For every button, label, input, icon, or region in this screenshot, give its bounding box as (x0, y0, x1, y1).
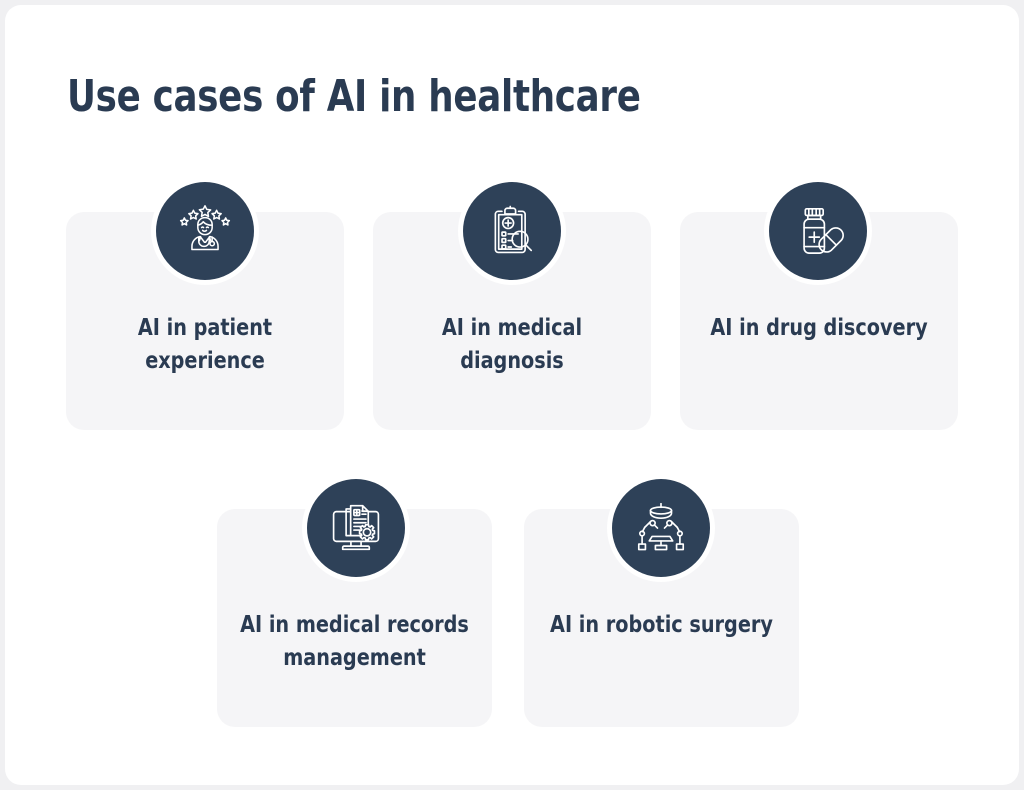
icon-badge-medical-records-management (302, 474, 410, 582)
doctor-with-stars-icon (156, 182, 254, 280)
card-label: AI in robotic surgery (550, 612, 773, 638)
robotic-surgery-arms-icon (612, 479, 710, 577)
card-label: AI in medical records management (240, 612, 469, 671)
monitor-documents-gear-icon (307, 479, 405, 577)
use-case-card-robotic-surgery[interactable]: AI in robotic surgery (524, 509, 799, 727)
use-case-card-drug-discovery[interactable]: AI in drug discovery (680, 212, 958, 430)
page-title: Use cases of AI in healthcare (67, 71, 641, 122)
icon-badge-robotic-surgery (607, 474, 715, 582)
card-label: AI in patient experience (137, 315, 273, 374)
icon-badge-patient-experience (151, 177, 259, 285)
icon-badge-drug-discovery (764, 177, 872, 285)
card-label: AI in drug discovery (710, 315, 928, 341)
icon-badge-medical-diagnosis (458, 177, 566, 285)
pill-bottle-capsule-icon (769, 182, 867, 280)
infographic-panel: Use cases of AI in healthcare AI in pati… (5, 5, 1019, 785)
card-label: AI in medical diagnosis (441, 315, 583, 374)
clipboard-magnifier-icon (463, 182, 561, 280)
